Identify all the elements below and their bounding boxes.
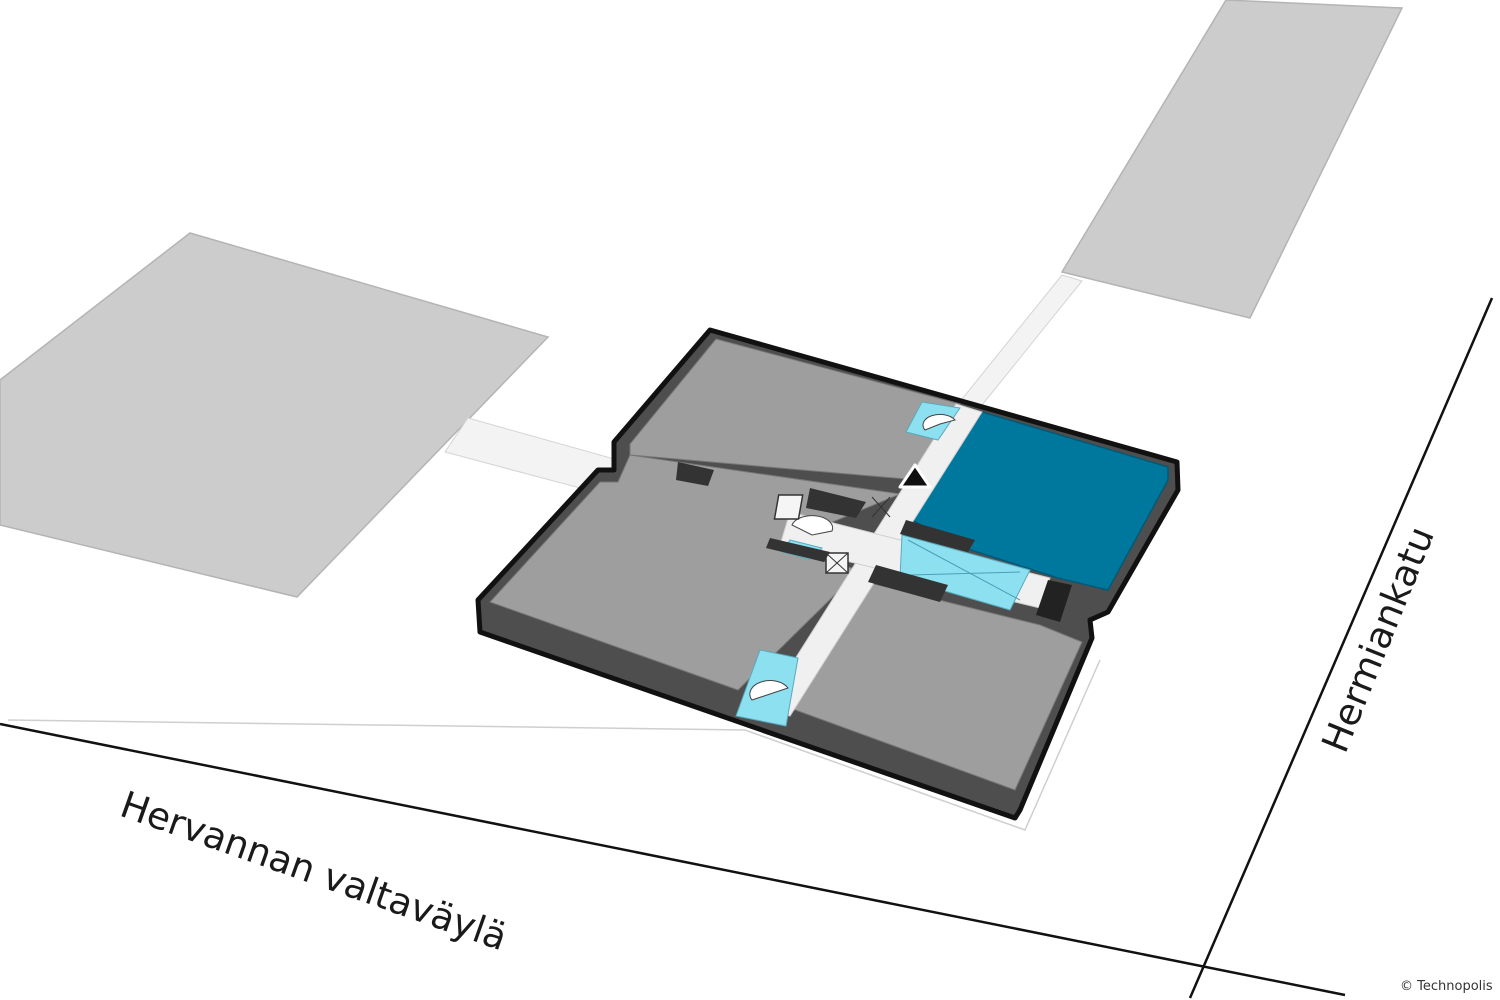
street-line-hermia <box>1188 297 1494 999</box>
neighbor-building-west <box>0 232 550 598</box>
floor-room-north <box>629 338 961 481</box>
ground-edge <box>7 659 1101 831</box>
service-block <box>806 488 866 518</box>
stair-area-center <box>899 534 1031 611</box>
neighbor-building-north <box>1060 0 1404 319</box>
service-block <box>900 520 975 552</box>
street-label-hervanta: Hervannan valtaväylä <box>115 783 513 959</box>
service-block <box>868 565 948 602</box>
service-block <box>766 538 830 562</box>
you-are-here-marker <box>898 463 932 489</box>
service-block <box>676 462 714 486</box>
copyright-text: © Technopolis <box>1400 979 1493 994</box>
walkway-north <box>957 274 1083 411</box>
service-block <box>1036 580 1072 622</box>
stair-icon <box>749 413 956 701</box>
elevator-icon <box>773 494 891 574</box>
lift-cross-line <box>907 539 1021 601</box>
lift-cross-line <box>909 571 1021 576</box>
street-label-hermia: Hermiankatu <box>1313 521 1442 759</box>
street-line-hervanta <box>0 722 1346 997</box>
